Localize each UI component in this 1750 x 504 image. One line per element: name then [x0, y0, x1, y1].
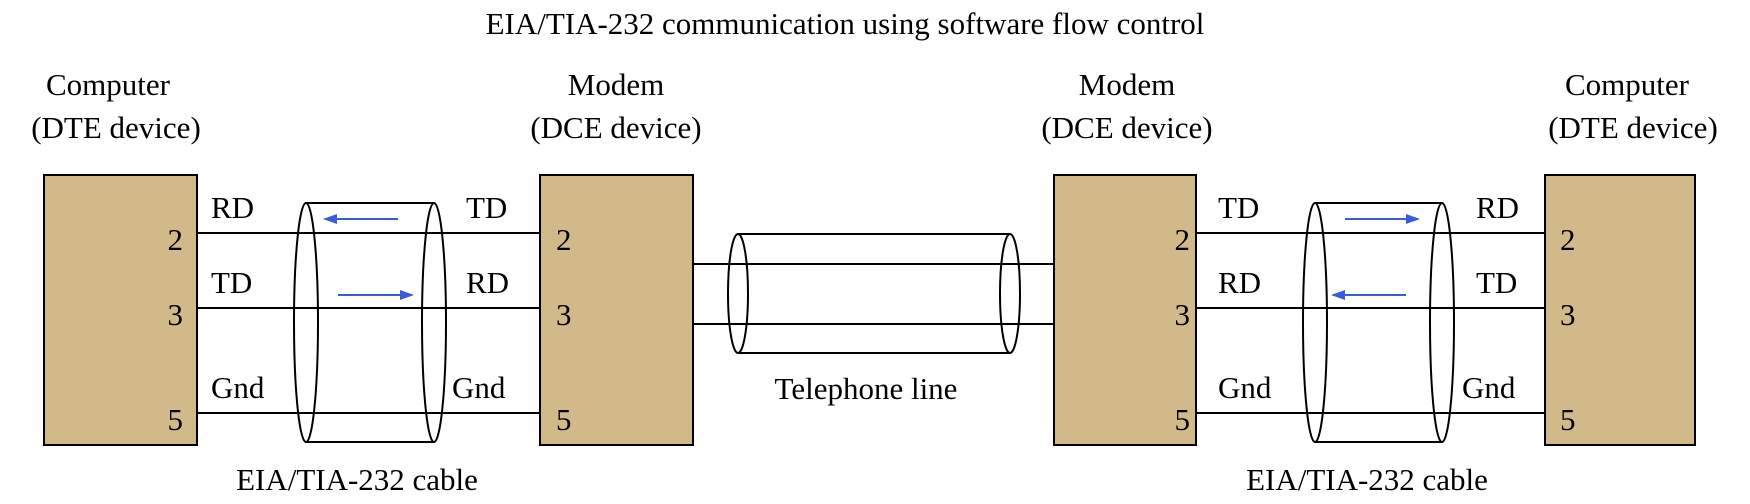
right-cable-label-modem-gnd: Gnd [1218, 370, 1272, 405]
telephone-line [693, 233, 1054, 354]
heading-right-computer: Computer (DTE device) [1548, 67, 1718, 145]
right-cable-label-computer-rd: RD [1476, 190, 1519, 225]
heading-left-modem-line1: Modem [568, 67, 664, 102]
left-modem-pin-2: 2 [556, 222, 572, 257]
left-cable-label-modem-rd: RD [466, 265, 509, 300]
left-cable-label-modem-td: TD [466, 190, 507, 225]
left-modem-pin-5: 5 [556, 402, 572, 437]
left-cable-caption: EIA/TIA-232 cable [236, 462, 478, 497]
heading-right-modem: Modem (DCE device) [1041, 67, 1212, 145]
left-computer-pin-5: 5 [168, 402, 184, 437]
device-left-computer [43, 174, 198, 446]
heading-left-computer-line1: Computer [46, 67, 171, 102]
device-right-modem [1053, 174, 1197, 446]
device-right-computer [1544, 174, 1696, 446]
heading-right-computer-line2: (DTE device) [1548, 110, 1718, 145]
left-cable-label-computer-rd: RD [211, 190, 254, 225]
heading-right-computer-line1: Computer [1565, 67, 1690, 102]
device-left-modem [539, 174, 694, 446]
right-cable-label-modem-rd: RD [1218, 265, 1261, 300]
left-cable-jacket [293, 202, 447, 443]
right-computer-pin-3: 3 [1560, 297, 1576, 332]
heading-left-computer: Computer (DTE device) [31, 67, 201, 145]
diagram-title: EIA/TIA-232 communication using software… [486, 6, 1205, 41]
right-computer-pin-2: 2 [1560, 222, 1576, 257]
left-computer-pin-3: 3 [168, 297, 184, 332]
right-modem-pin-5: 5 [1175, 402, 1191, 437]
left-cable-label-modem-gnd: Gnd [452, 370, 506, 405]
right-cable-caption: EIA/TIA-232 cable [1246, 462, 1488, 497]
heading-left-modem: Modem (DCE device) [530, 67, 701, 145]
right-modem-pin-2: 2 [1175, 222, 1191, 257]
right-cable-label-modem-td: TD [1218, 190, 1259, 225]
telephone-line-caption: Telephone line [775, 371, 958, 406]
right-cable-wires [1196, 232, 1545, 414]
heading-left-computer-line2: (DTE device) [31, 110, 201, 145]
left-cable-label-computer-td: TD [211, 265, 252, 300]
left-cable-wires [197, 232, 540, 414]
heading-right-modem-line2: (DCE device) [1041, 110, 1212, 145]
right-cable-label-computer-gnd: Gnd [1462, 370, 1516, 405]
right-cable-jacket [1302, 202, 1455, 443]
heading-right-modem-line1: Modem [1079, 67, 1175, 102]
right-modem-pin-3: 3 [1175, 297, 1191, 332]
left-modem-pin-3: 3 [556, 297, 572, 332]
right-computer-pin-5: 5 [1560, 402, 1576, 437]
heading-left-modem-line2: (DCE device) [530, 110, 701, 145]
left-cable-label-computer-gnd: Gnd [211, 370, 265, 405]
left-computer-pin-2: 2 [168, 222, 184, 257]
right-cable-label-computer-td: TD [1476, 265, 1517, 300]
